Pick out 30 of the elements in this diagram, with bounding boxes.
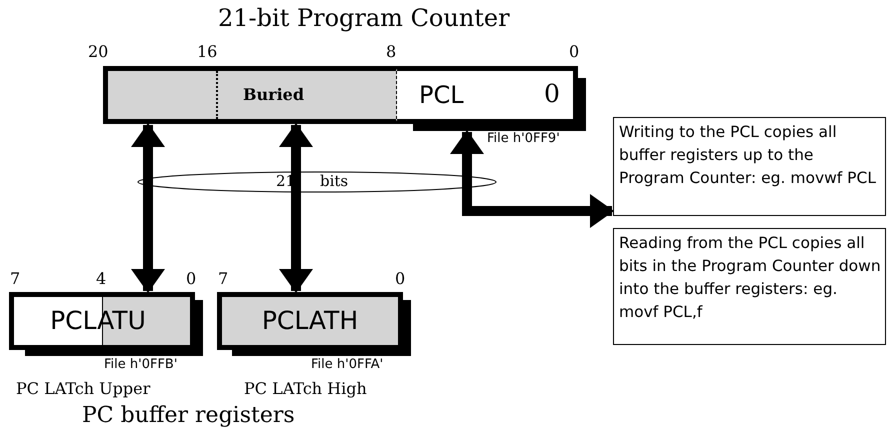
- bit-number: 0: [569, 44, 580, 60]
- diagram-title: 21-bit Program Counter: [218, 6, 510, 30]
- note-box: [613, 117, 886, 216]
- bit-number: 4: [96, 271, 106, 287]
- note-text: Reading from the PCL copies all bits in the Program Counter down into the buffer registers: eg. movf PCL,f: [619, 233, 881, 323]
- bit-number: 0: [186, 271, 196, 287]
- double-arrow: [279, 123, 313, 293]
- field-label: Buried: [243, 87, 304, 103]
- bit-number: 0: [395, 271, 406, 287]
- bit-number: 16: [197, 44, 218, 60]
- register-description: PC LATch High: [244, 381, 367, 397]
- register-field: [103, 66, 397, 124]
- double-arrow: [131, 123, 165, 293]
- double-arrow: [450, 130, 614, 228]
- note-text: Writing to the PCL copies all buffer registers up to the Program Counter: eg. movwf PCL: [619, 122, 877, 189]
- file-address: File h'0FF9': [487, 132, 560, 145]
- note-box: [613, 228, 886, 345]
- file-address: File h'0FFA': [311, 358, 384, 371]
- bit-number: 8: [386, 44, 396, 60]
- field-label: PCL: [419, 83, 464, 107]
- bit-number: 20: [88, 44, 108, 60]
- bus-width-label: 21: [276, 174, 296, 189]
- group-caption: PC buffer registers: [82, 405, 295, 427]
- register-description: PC LATch Upper: [16, 381, 150, 397]
- bit-number: 7: [218, 271, 228, 287]
- bus-width-label: bits: [320, 174, 348, 189]
- bit-value: 0: [544, 81, 560, 106]
- register-name: PCLATH: [260, 308, 360, 333]
- bit-number: 7: [10, 271, 20, 287]
- file-address: File h'0FFB': [104, 358, 178, 371]
